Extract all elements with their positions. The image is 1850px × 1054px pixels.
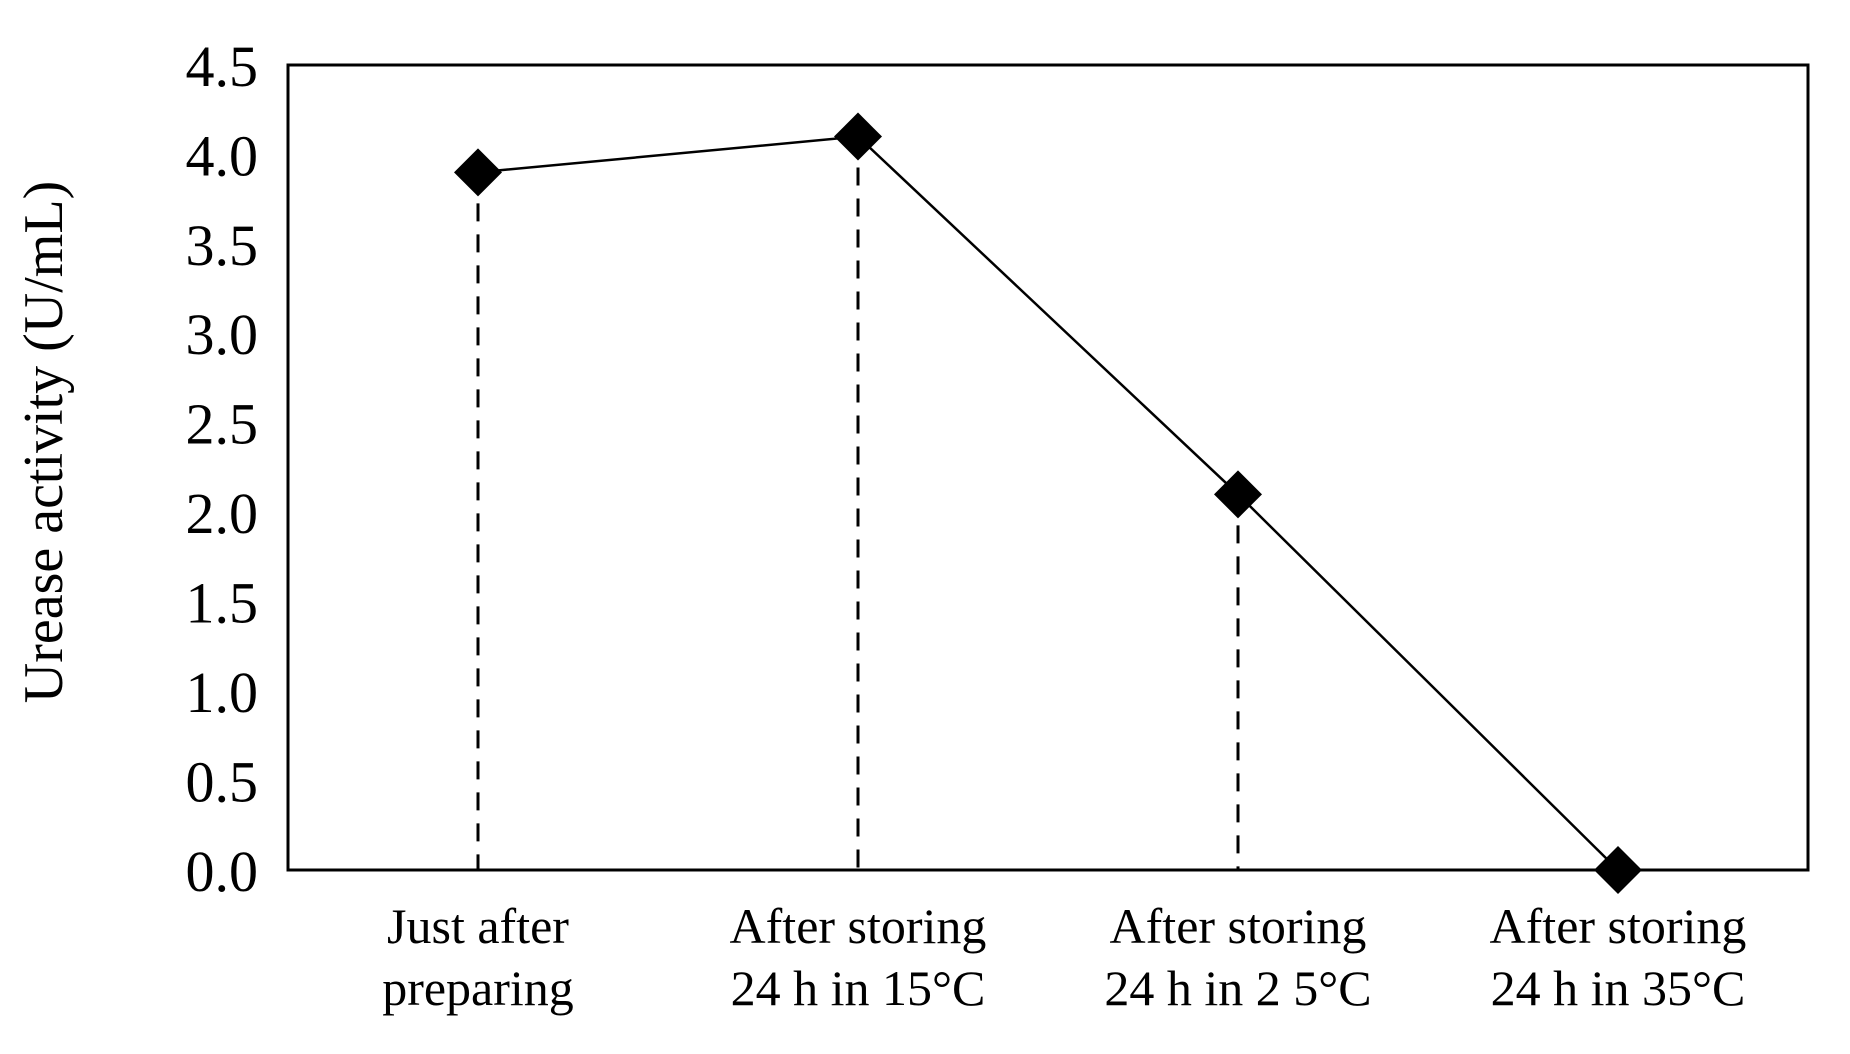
x-category-label: Just after preparing xyxy=(382,898,574,1016)
y-axis-tick-labels: 0.0 0.5 1.0 1.5 2.0 2.5 3.0 3.5 4.0 4.5 xyxy=(186,34,259,904)
x-category-label-line2: 24 h in 35°C xyxy=(1491,960,1746,1016)
x-category-label: After storing 24 h in 15°C xyxy=(730,898,987,1016)
y-tick-label: 0.5 xyxy=(186,749,259,814)
series-line-group xyxy=(477,135,1619,871)
x-category-label-line1: After storing xyxy=(1490,898,1747,954)
x-category-label-line1: After storing xyxy=(1110,898,1367,954)
y-tick-label: 0.0 xyxy=(186,839,259,904)
y-tick-label: 1.0 xyxy=(186,660,259,725)
y-tick-label: 3.5 xyxy=(186,213,259,278)
data-point-marker xyxy=(454,148,502,197)
x-axis-category-labels: Just after preparing After storing 24 h in … xyxy=(382,898,1746,1016)
x-category-label-line1: Just after xyxy=(387,898,569,954)
data-point-marker xyxy=(834,112,882,161)
x-category-label-line2: 24 h in 15°C xyxy=(731,960,986,1016)
series-line xyxy=(477,135,1619,871)
y-tick-label: 4.5 xyxy=(186,34,259,99)
y-tick-label: 2.5 xyxy=(186,392,259,457)
data-point-marker xyxy=(1594,846,1642,894)
x-category-label-line1: After storing xyxy=(730,898,987,954)
x-category-label: After storing 24 h in 35°C xyxy=(1490,898,1747,1016)
drop-lines xyxy=(476,136,1240,870)
y-tick-label: 4.0 xyxy=(186,123,259,188)
x-category-label-line2: 24 h in 2 5°C xyxy=(1104,960,1371,1016)
y-tick-label: 2.0 xyxy=(186,481,259,546)
x-category-label: After storing 24 h in 2 5°C xyxy=(1104,898,1371,1016)
data-point-marker xyxy=(1214,470,1262,519)
plot-area xyxy=(286,63,1810,872)
y-tick-label: 1.5 xyxy=(186,571,259,636)
y-axis-title: Urease activity (U/mL) xyxy=(13,181,75,703)
data-point-markers xyxy=(454,112,1642,894)
x-category-label-line2: preparing xyxy=(382,960,574,1016)
y-tick-label: 3.0 xyxy=(186,302,259,367)
